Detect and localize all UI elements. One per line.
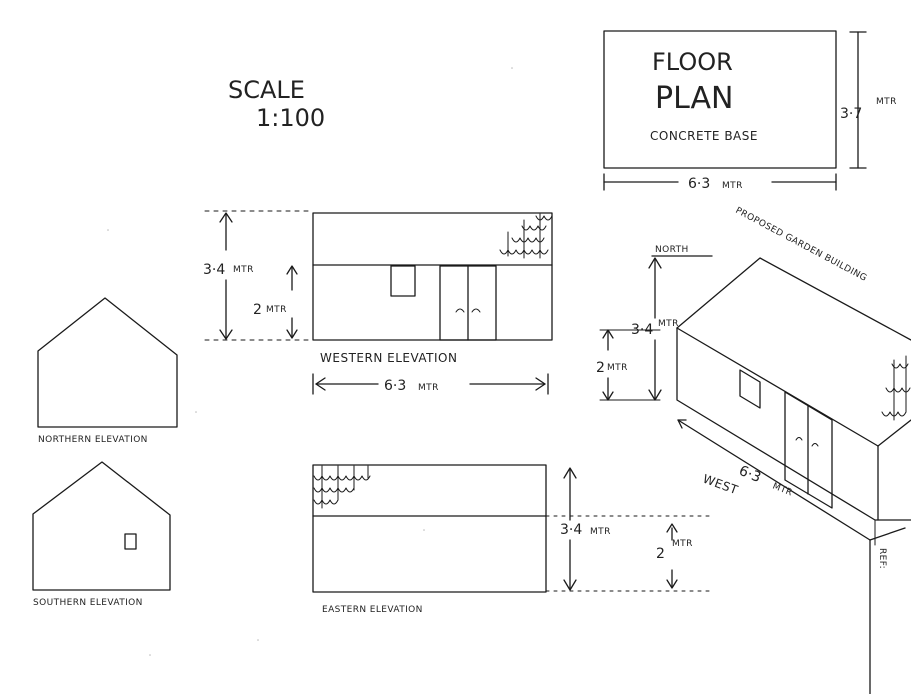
north-label: NORTH	[655, 245, 689, 255]
scale-title: SCALE	[228, 76, 305, 104]
western-height-value: 3·4	[203, 262, 225, 278]
eastern-height-value: 3·4	[560, 522, 582, 538]
perspective-length-unit: MTR	[771, 482, 794, 499]
perspective-eave-line	[676, 327, 879, 447]
eastern-elevation-caption: EASTERN ELEVATION	[322, 605, 423, 615]
floor-plan-depth-value: 3·7	[840, 106, 862, 122]
reference-label: REF:	[877, 548, 887, 569]
west-label: WEST	[701, 472, 740, 498]
perspective-base-line	[676, 327, 911, 521]
western-length-value: 6·3	[384, 378, 406, 394]
western-roof-tiles	[499, 213, 553, 259]
perspective-title: PROPOSED GARDEN BUILDING	[734, 206, 869, 284]
western-elevation-outline	[312, 212, 553, 341]
perspective-roof-tiles	[881, 355, 911, 421]
floor-plan-width-value: 6·3	[688, 176, 710, 192]
southern-elevation-caption: SOUTHERN ELEVATION	[33, 598, 143, 608]
western-elevation: 3·4 MTR 2 MTR WESTERN ELEVATION 6·3 MTR	[203, 210, 553, 395]
floor-plan-subtitle: CONCRETE BASE	[650, 129, 758, 143]
perspective-door	[784, 391, 833, 509]
perspective-view: PROPOSED GARDEN BUILDING NORTH 3·4 MTR 2…	[596, 206, 911, 694]
perspective-wall-value: 2	[596, 360, 605, 376]
southern-elevation: SOUTHERN ELEVATION	[32, 461, 171, 608]
eastern-height-unit: MTR	[590, 527, 611, 537]
southern-window	[124, 533, 137, 550]
perspective-length-value: 6·3	[737, 463, 764, 486]
western-wall-unit: MTR	[266, 305, 287, 315]
eastern-wall-unit: MTR	[672, 539, 693, 549]
perspective-roof-ridge	[676, 257, 911, 341]
eastern-elevation: 3·4 MTR 2 MTR EASTERN ELEVATION	[312, 464, 713, 615]
northern-elevation-caption: NORTHERN ELEVATION	[38, 435, 148, 445]
floor-plan-title-line1: FLOOR	[652, 48, 733, 76]
floor-plan-outline	[603, 30, 837, 169]
western-wall-value: 2	[253, 302, 262, 318]
perspective-window	[739, 369, 761, 409]
perspective-height-unit: MTR	[658, 319, 679, 329]
floor-plan-title-line2: PLAN	[655, 81, 733, 116]
northern-elevation-outline	[37, 297, 178, 428]
western-height-unit: MTR	[233, 265, 254, 275]
northern-elevation: NORTHERN ELEVATION	[37, 297, 178, 445]
floor-plan: FLOOR PLAN CONCRETE BASE 3·7 MTR 6·3 MTR	[603, 30, 897, 192]
eastern-wall-value: 2	[656, 546, 665, 562]
western-window	[390, 265, 416, 297]
eastern-elevation-outline	[312, 464, 547, 593]
southern-elevation-outline	[32, 461, 171, 591]
perspective-length-dimension-line	[677, 419, 871, 541]
paper-specks	[107, 67, 513, 656]
perspective-wall-unit: MTR	[607, 363, 628, 373]
floor-plan-depth-unit: MTR	[876, 97, 897, 107]
scale-ratio: 1:100	[256, 104, 325, 132]
western-length-unit: MTR	[418, 383, 439, 393]
eastern-roof-tiles	[313, 465, 371, 509]
floor-plan-width-unit: MTR	[722, 181, 743, 191]
western-elevation-caption: WESTERN ELEVATION	[320, 351, 457, 365]
